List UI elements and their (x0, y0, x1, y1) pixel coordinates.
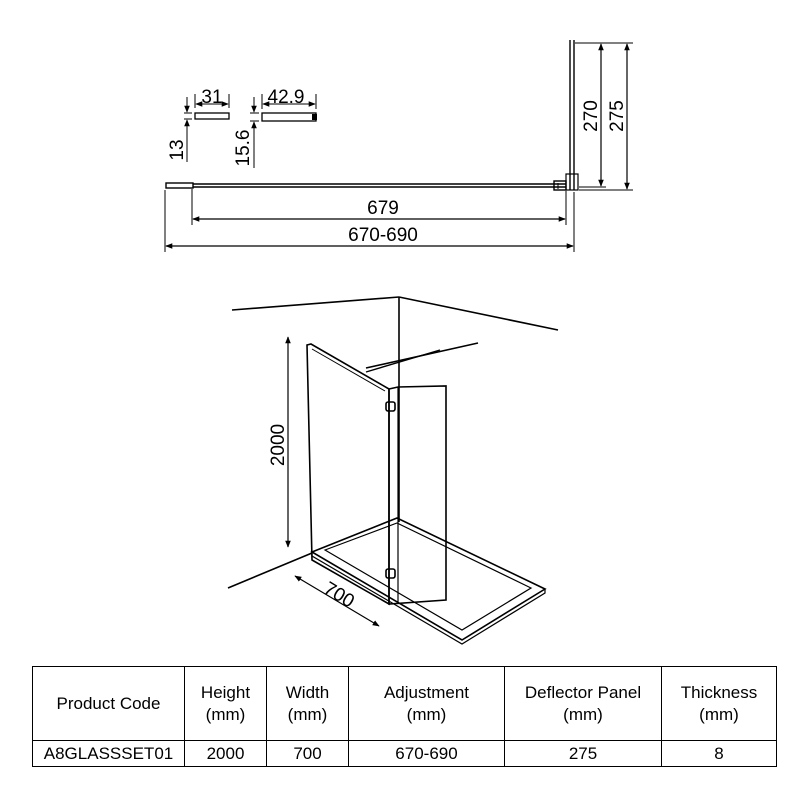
hinge-top (385, 401, 396, 412)
dim-label-270: 270 (581, 100, 602, 132)
room-outline (227, 296, 559, 589)
dim-label-670-690: 670-690 (348, 225, 418, 246)
profile-detail-b: 42.9 15.6 (233, 87, 317, 168)
table-header-row: Product Code Height (mm) Width (mm) Adju… (32, 666, 777, 741)
dim-label-31: 31 (201, 87, 222, 108)
dim-label-2000: 2000 (268, 424, 289, 466)
dim-label-679: 679 (367, 198, 399, 219)
hinge-bottom (385, 568, 396, 579)
dimension-deflector: 270 275 (575, 42, 633, 191)
specification-table: Product Code Height (mm) Width (mm) Adju… (32, 666, 777, 767)
plan-view: 679 670-690 270 275 31 (164, 40, 633, 252)
cell-width: 700 (266, 740, 349, 767)
deflector-panel (388, 385, 447, 605)
header-thickness: Thickness (mm) (661, 666, 777, 741)
header-deflector-panel: Deflector Panel (mm) (504, 666, 662, 741)
dim-label-42-9: 42.9 (268, 87, 305, 108)
glass-panel-plan (165, 180, 567, 191)
table-row: A8GLASSSET01 2000 700 670-690 275 8 (32, 740, 777, 767)
header-product-code: Product Code (32, 666, 185, 741)
glass-panel-main (306, 343, 390, 606)
dimension-adjustment: 670-690 (164, 190, 575, 252)
header-height: Height (mm) (184, 666, 267, 741)
dimension-height: 2000 (268, 336, 291, 548)
support-arm (365, 349, 441, 373)
deflector-panel-plan (565, 40, 579, 191)
cell-product-code: A8GLASSSET01 (32, 740, 185, 767)
dim-label-275: 275 (607, 100, 628, 132)
cell-thickness: 8 (661, 740, 777, 767)
shower-tray (310, 517, 547, 645)
dimension-glass-width: 679 (191, 189, 567, 225)
cell-adjustment: 670-690 (348, 740, 505, 767)
header-width: Width (mm) (266, 666, 349, 741)
profile-detail-a: 31 13 (167, 87, 230, 162)
dim-label-15-6: 15.6 (233, 130, 254, 167)
perspective-view: 2000 700 (227, 296, 559, 645)
cell-deflector-panel: 275 (504, 740, 662, 767)
header-adjustment: Adjustment (mm) (348, 666, 505, 741)
dim-label-13: 13 (167, 139, 188, 160)
cell-height: 2000 (184, 740, 267, 767)
